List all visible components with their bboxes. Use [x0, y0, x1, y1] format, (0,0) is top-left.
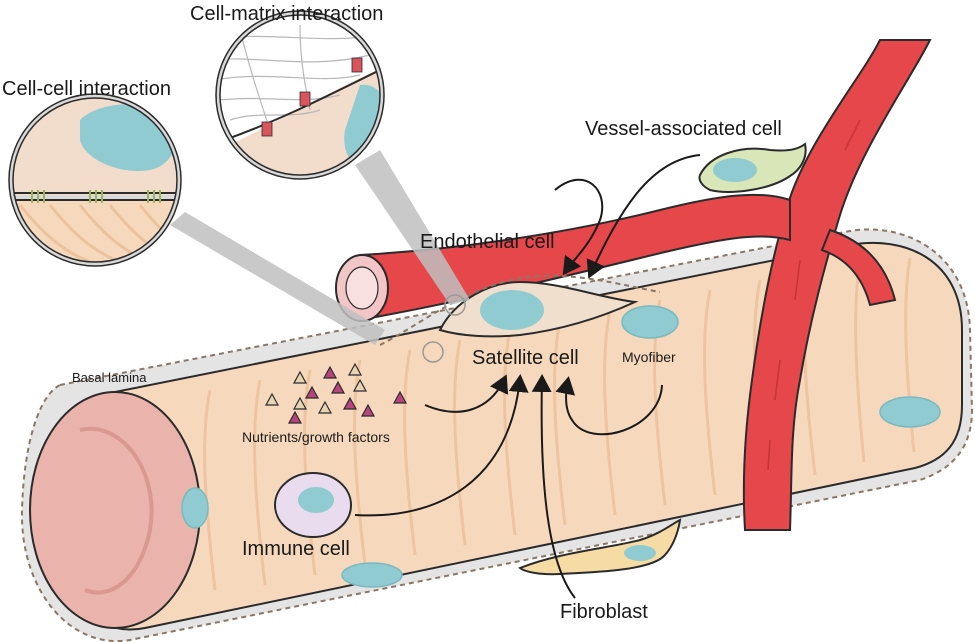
satellite-cell-nucleus	[480, 290, 544, 330]
nutrient-triangle	[352, 378, 368, 392]
zoom-cone-cell-cell	[170, 212, 385, 345]
label-basal-lamina: Basal lamina	[72, 370, 147, 385]
nutrient-triangle	[264, 392, 280, 406]
label-immune-cell: Immune cell	[242, 538, 350, 560]
arrow-from-myofiber	[555, 376, 663, 436]
nutrient-triangles	[264, 362, 408, 424]
nutrient-triangle	[330, 380, 346, 394]
zoom-origin-basal	[422, 341, 444, 363]
nutrient-triangle	[292, 396, 308, 410]
myonucleus-3	[181, 487, 209, 529]
vessel-associated-nucleus	[713, 158, 757, 182]
immune-cell-nucleus	[298, 487, 334, 513]
label-endothelial-cell: Endothelial cell	[420, 231, 555, 253]
myonucleus-2	[879, 396, 941, 428]
label-myofiber: Myofiber	[622, 349, 676, 365]
nutrient-triangle	[317, 400, 333, 414]
label-cell-cell-interaction: Cell-cell interaction	[2, 78, 171, 100]
label-nutrients-growth-factors: Nutrients/growth factors	[242, 429, 390, 445]
satellite-basal-lamina	[379, 274, 661, 346]
zoom-cone-cell-matrix	[355, 150, 470, 305]
nutrient-triangle	[287, 410, 303, 424]
cross-section-shading	[79, 426, 154, 595]
myofiber-striations	[203, 257, 916, 591]
nutrient-triangle	[392, 390, 408, 404]
myonucleus-1	[621, 305, 679, 339]
myonucleus-4	[341, 562, 403, 588]
arrow-from-fibroblast	[531, 374, 576, 599]
nutrient-triangle	[360, 403, 376, 417]
nutrient-triangle	[342, 396, 358, 410]
label-cell-matrix-interaction: Cell-matrix interaction	[190, 3, 383, 25]
signal-arrows	[354, 154, 701, 599]
label-fibroblast: Fibroblast	[560, 601, 648, 623]
arrow-from-endothelial-cell	[554, 178, 604, 276]
label-vessel-associated-cell: Vessel-associated cell	[585, 118, 782, 140]
nutrient-triangle	[304, 385, 320, 399]
fibroblast-nucleus	[624, 545, 656, 561]
arrow-from-nutrients	[424, 374, 509, 413]
nutrient-triangle	[347, 362, 363, 376]
arrow-from-immune-cell	[354, 374, 529, 517]
myofiber-cross-section	[29, 391, 201, 629]
vessel-texture	[767, 119, 861, 471]
myonuclei	[181, 305, 941, 588]
cell-cell-inset	[8, 93, 182, 267]
zoom-origin-satellite	[444, 294, 466, 316]
nutrient-triangle	[322, 365, 338, 379]
vessel-lumen-inner	[345, 266, 379, 310]
arrow-from-vessel-associated-cell	[586, 154, 701, 279]
label-satellite-cell: Satellite cell	[472, 347, 579, 369]
vessel-branch-right	[820, 228, 897, 307]
nutrient-triangle	[292, 370, 308, 384]
